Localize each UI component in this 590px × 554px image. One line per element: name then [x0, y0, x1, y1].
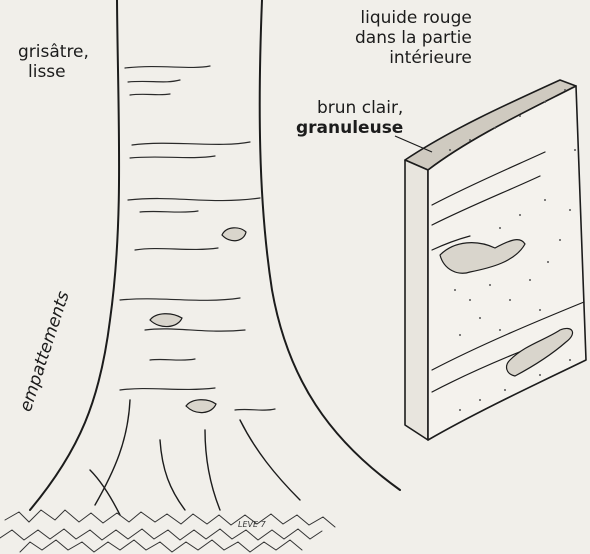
bark-section-drawing	[405, 80, 586, 440]
bark-lenticels	[120, 66, 275, 410]
label-section-outer-line1: brun clair,	[296, 98, 403, 118]
label-bark-color: grisâtre, lisse	[18, 42, 89, 82]
label-bark-color-line1: grisâtre,	[18, 42, 89, 62]
label-section-inner-line2: dans la partie	[355, 28, 472, 48]
label-section-outer-line2: granuleuse	[296, 118, 403, 138]
label-section-inner-line3: intérieure	[355, 48, 472, 68]
artist-signature: LEVE 7	[238, 520, 266, 529]
trunk-outline-right	[260, 0, 400, 490]
bark-knots	[150, 228, 246, 413]
leader-line-outer-bark	[395, 136, 432, 152]
ground-litter	[0, 510, 335, 552]
label-section-inner-line1: liquide rouge	[355, 8, 472, 28]
root-flares	[90, 400, 300, 515]
label-section-inner: liquide rouge dans la partie intérieure	[355, 8, 472, 68]
label-section-outer: brun clair, granuleuse	[296, 98, 403, 138]
tree-trunk-drawing	[0, 0, 400, 552]
label-bark-color-line2: lisse	[28, 62, 89, 82]
section-left-face	[405, 160, 428, 440]
